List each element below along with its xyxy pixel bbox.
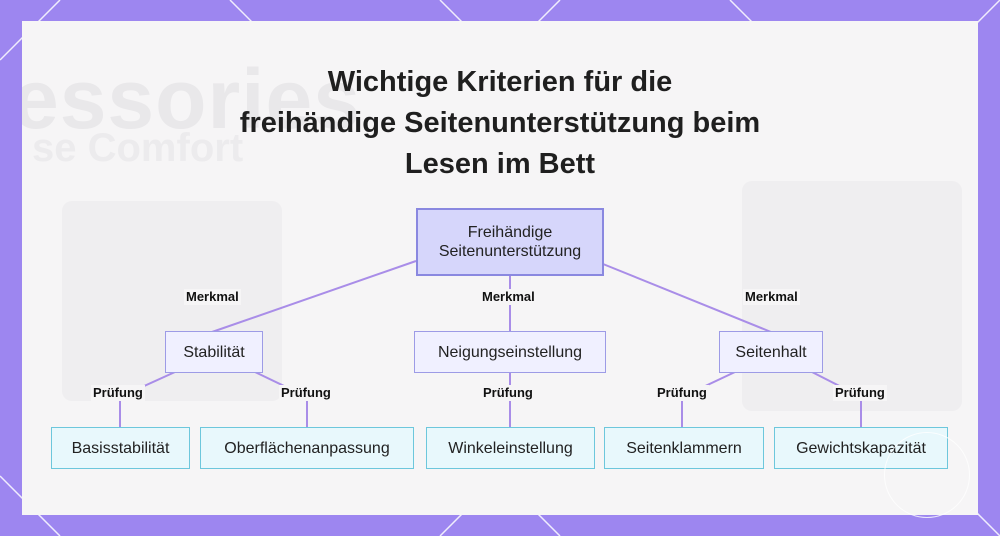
edge-label-pruefung: Prüfung	[91, 385, 145, 401]
title-line: freihändige Seitenunterstützung beim	[239, 107, 761, 139]
connector-root-stabilitaet	[211, 260, 417, 333]
edge-label-merkmal: Merkmal	[184, 289, 241, 305]
edge-label-pruefung: Prüfung	[655, 385, 709, 401]
edge-label-merkmal: Merkmal	[480, 289, 537, 305]
connector-root-seitenhalt	[602, 263, 772, 333]
leaf-node-seitenklammern: Seitenklammern	[604, 427, 764, 469]
edge-label-pruefung: Prüfung	[279, 385, 333, 401]
leaf-node-winkeleinstellung: Winkeleinstellung	[426, 427, 595, 469]
leaf-node-basisstabilitaet: Basisstabilität	[51, 427, 190, 469]
title-line: Wichtige Kriterien für die	[327, 66, 673, 98]
background-ghost-subtext: se Comfort	[32, 126, 244, 170]
background-ghost-text: essories	[22, 52, 361, 146]
edge-label-merkmal: Merkmal	[743, 289, 800, 305]
page-title: Wichtige Kriterien für die freihändige S…	[0, 62, 1000, 185]
criterion-node-neigungseinstellung: Neigungseinstellung	[414, 331, 606, 373]
watermark-badge-icon	[884, 432, 970, 518]
title-line: Lesen im Bett	[404, 148, 596, 180]
criterion-node-seitenhalt: Seitenhalt	[719, 331, 823, 373]
leaf-node-oberflaechenanpassung: Oberflächenanpassung	[200, 427, 414, 469]
root-node: Freihändige Seitenunterstützung	[416, 208, 604, 276]
criterion-node-stabilitaet: Stabilität	[165, 331, 263, 373]
edge-label-pruefung: Prüfung	[833, 385, 887, 401]
edge-label-pruefung: Prüfung	[481, 385, 535, 401]
